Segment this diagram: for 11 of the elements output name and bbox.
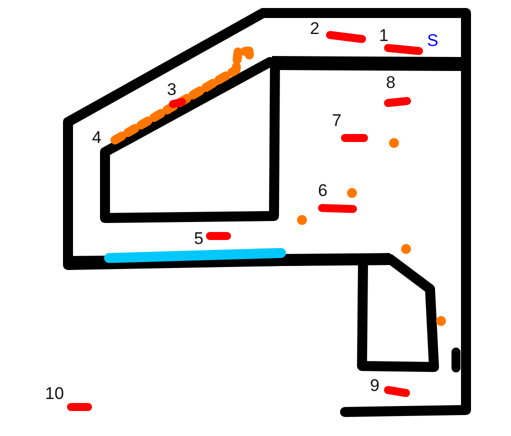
callout-number: 10 <box>45 385 64 402</box>
callout-number: 7 <box>332 112 342 129</box>
callout-number: 6 <box>318 182 328 199</box>
letter-label: S <box>427 32 438 49</box>
callout-number: 2 <box>310 20 320 37</box>
callout-number: 4 <box>92 129 102 146</box>
callout-number: 5 <box>194 230 204 247</box>
callout-number: 3 <box>167 81 176 98</box>
callout-number: 9 <box>370 377 380 394</box>
callout-number: 8 <box>386 74 396 91</box>
callout-number: 1 <box>379 27 388 44</box>
